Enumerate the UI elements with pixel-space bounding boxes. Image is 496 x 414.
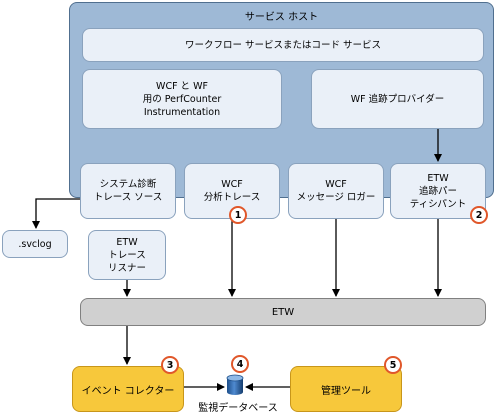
etw-tracking-participant-box: ETW 追跡パー ティシパント	[390, 163, 486, 219]
badge-3: 3	[161, 356, 179, 374]
perfcounter-box: WCF と WF 用の PerfCounter Instrumentation	[82, 69, 282, 129]
workflow-service-box: ワークフロー サービスまたはコード サービス	[82, 28, 484, 62]
management-tool-box: 管理ツール	[290, 366, 402, 412]
badge-1: 1	[229, 206, 247, 224]
monitoring-db-label: 監視データベース	[198, 403, 278, 414]
database-icon	[226, 374, 244, 396]
system-diagnostics-box: システム診断 トレース ソース	[80, 163, 176, 219]
badge-4: 4	[231, 355, 249, 373]
badge-2: 2	[470, 206, 488, 224]
etw-trace-listener-box: ETW トレース リスナー	[88, 230, 166, 280]
etw-bar: ETW	[80, 298, 486, 326]
event-collector-box: イベント コレクター	[72, 366, 184, 412]
wcf-message-logger-box: WCF メッセージ ロガー	[288, 163, 384, 219]
svclog-box: .svclog	[2, 230, 68, 258]
service-host-title: サービス ホスト	[244, 12, 319, 23]
wf-tracking-provider-box: WF 追跡プロバイダー	[311, 69, 484, 129]
badge-5: 5	[384, 356, 402, 374]
